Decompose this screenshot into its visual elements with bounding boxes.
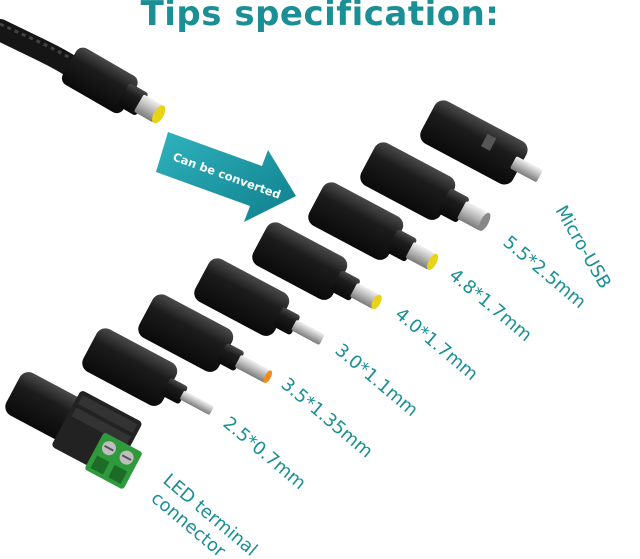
- tip-4-8x1-7: [308, 182, 439, 271]
- tip-4-0x1-7: [252, 222, 382, 310]
- label-3-5x1-35: 3.5*1.35mm: [277, 374, 377, 463]
- tip-5-5x2-5: [360, 142, 491, 231]
- tip-3-0x1-1: [194, 258, 325, 345]
- led-terminal-connector: [5, 372, 142, 489]
- tip-2-5x0-7: [82, 328, 214, 415]
- terminal-block-green: [85, 433, 142, 489]
- label-4-8x1-7: 4.8*1.7mm: [445, 265, 536, 346]
- label-2-5x0-7: 2.5*0.7mm: [219, 413, 310, 494]
- label-3-0x1-1: 3.0*1.1mm: [331, 340, 422, 421]
- tip-3-5x1-35: [138, 294, 273, 384]
- dc-plug-cable: [0, 19, 166, 124]
- label-4-0x1-7: 4.0*1.7mm: [391, 304, 482, 385]
- page-title: Tips specification:: [140, 0, 500, 34]
- tip-micro-usb: [420, 100, 543, 185]
- convert-arrow: Can be converted: [156, 132, 296, 222]
